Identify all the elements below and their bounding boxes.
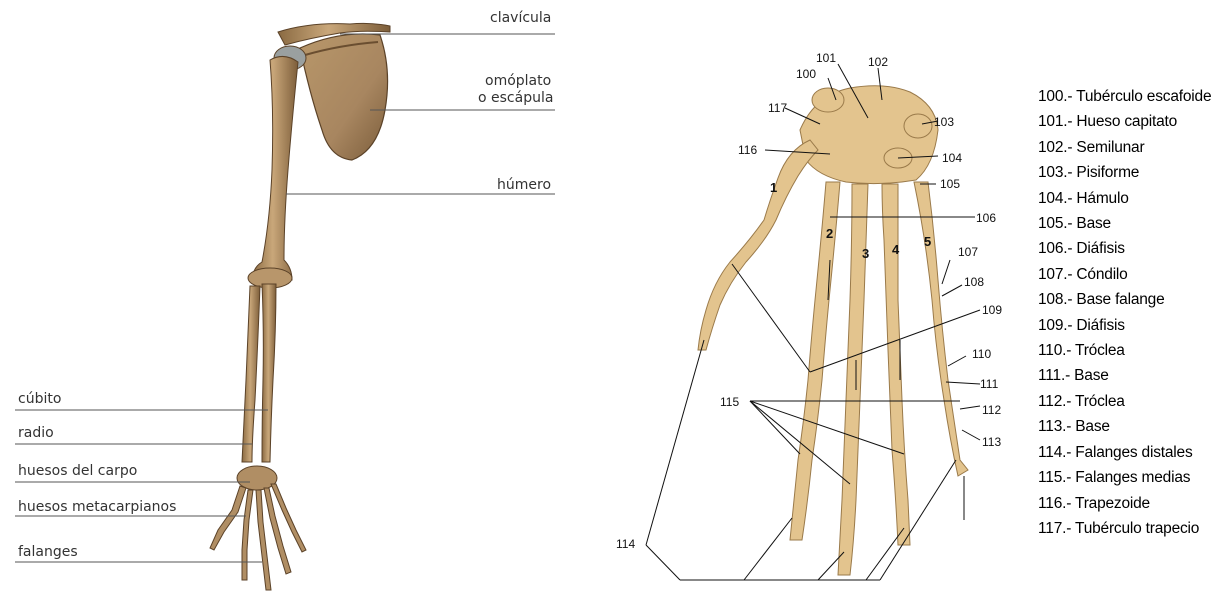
label-metacarpals: huesos metacarpianos [18,499,176,515]
hand-num-106: 106 [976,211,996,225]
finger-num-3: 3 [862,246,869,261]
hand-legend: 100.- Tubérculo escafoide 101.- Hueso ca… [1038,84,1228,541]
finger-num-1: 1 [770,180,777,195]
hand-skeleton-drawing: 100 101 102 103 104 105 106 107 108 109 … [600,0,1020,596]
hand-num-110: 110 [972,347,991,361]
hand-num-112: 112 [982,403,1001,417]
little-finger-bones [914,182,968,476]
hand-num-102: 102 [868,55,888,69]
legend-item: 117.- Tubérculo trapecio [1038,516,1228,541]
legend-item: 102.- Semilunar [1038,135,1228,160]
middle-finger-bones [838,184,868,575]
legend-item: 116.- Trapezoide [1038,491,1228,516]
hand-bones [210,484,306,590]
legend-item: 100.- Tubérculo escafoide [1038,84,1228,109]
hand-num-101: 101 [816,51,836,65]
label-ulna: cúbito [18,391,61,407]
hand-num-100: 100 [796,67,816,81]
arm-skeleton-figure: clavícula omóplato o escápula húmero cúb… [0,0,560,596]
legend-item: 113.- Base [1038,414,1228,439]
hand-num-114: 114 [616,537,635,551]
hand-num-115: 115 [720,395,739,409]
ulna-bone [262,284,276,462]
hand-skeleton-figure: 100 101 102 103 104 105 106 107 108 109 … [600,0,1020,596]
legend-item: 115.- Falanges medias [1038,465,1228,490]
legend-item: 110.- Tróclea [1038,338,1228,363]
hand-num-109: 109 [982,303,1002,317]
hand-num-108: 108 [964,275,984,289]
legend-item: 111.- Base [1038,363,1228,388]
label-humerus: húmero [497,177,551,193]
hand-num-116: 116 [738,143,757,157]
hand-num-111: 111 [980,377,999,391]
legend-item: 103.- Pisiforme [1038,160,1228,185]
legend-item: 114.- Falanges distales [1038,440,1228,465]
legend-item: 105.- Base [1038,211,1228,236]
label-radius: radio [18,425,54,441]
finger-num-4: 4 [892,242,900,257]
radius-bone [242,286,260,462]
label-scapula-line2: o escápula [478,90,553,106]
label-scapula-line1: omóplato [485,73,551,89]
legend-item: 112.- Tróclea [1038,389,1228,414]
hand-num-113: 113 [982,435,1001,449]
legend-item: 104.- Hámulo [1038,186,1228,211]
legend-item: 101.- Hueso capitato [1038,109,1228,134]
thumb-bones [698,140,818,350]
legend-item: 109.- Diáfisis [1038,313,1228,338]
ring-finger-bones [882,184,910,545]
legend-item: 107.- Cóndilo [1038,262,1228,287]
label-phalanges: falanges [18,544,78,560]
finger-num-2: 2 [826,226,833,241]
hand-num-103: 103 [934,115,954,129]
hand-num-104: 104 [942,151,962,165]
label-clavicle: clavícula [490,10,551,26]
hand-num-117: 117 [768,101,787,115]
humerus-bone [252,56,298,282]
hand-num-105: 105 [940,177,960,191]
label-carpals: huesos del carpo [18,463,137,479]
finger-num-5: 5 [924,234,931,249]
carpal-bones [237,466,277,490]
legend-item: 106.- Diáfisis [1038,236,1228,261]
hand-num-107: 107 [958,245,978,259]
legend-item: 108.- Base falange [1038,287,1228,312]
